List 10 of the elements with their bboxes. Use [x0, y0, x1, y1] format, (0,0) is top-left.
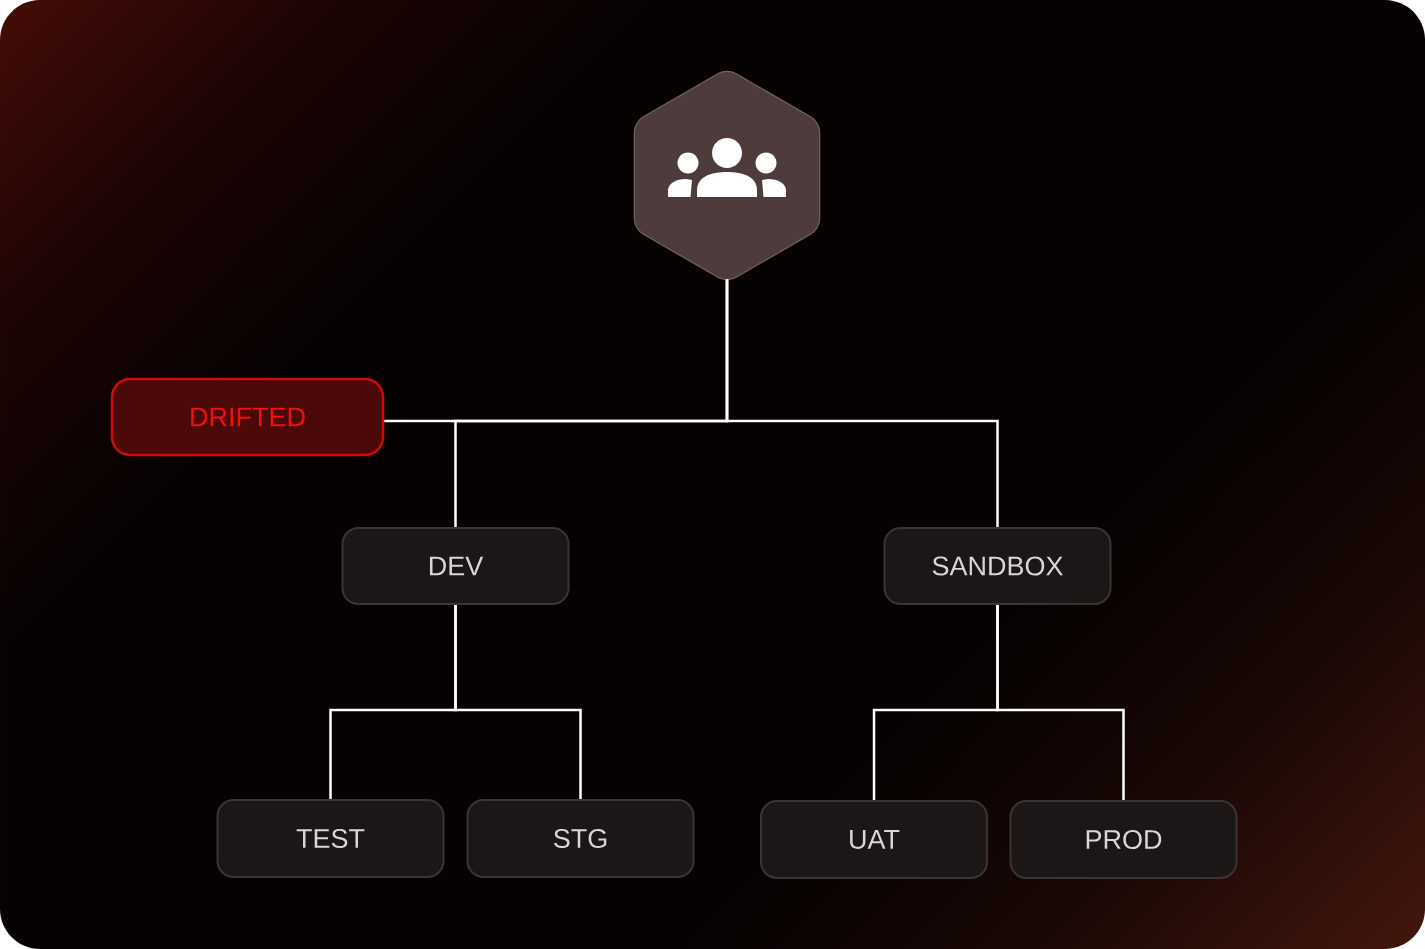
rounded-box: UAT [760, 800, 988, 879]
rounded-box: DEV [341, 527, 570, 605]
rounded-box: PROD [1009, 800, 1238, 879]
alert-box: DRIFTED [110, 377, 385, 457]
rounded-box: TEST [216, 799, 445, 878]
connector-line [454, 605, 582, 799]
rounded-box: SANDBOX [883, 527, 1112, 605]
connector-line [996, 605, 1125, 800]
rounded-box: STG [466, 799, 695, 878]
connector-line [725, 279, 999, 527]
